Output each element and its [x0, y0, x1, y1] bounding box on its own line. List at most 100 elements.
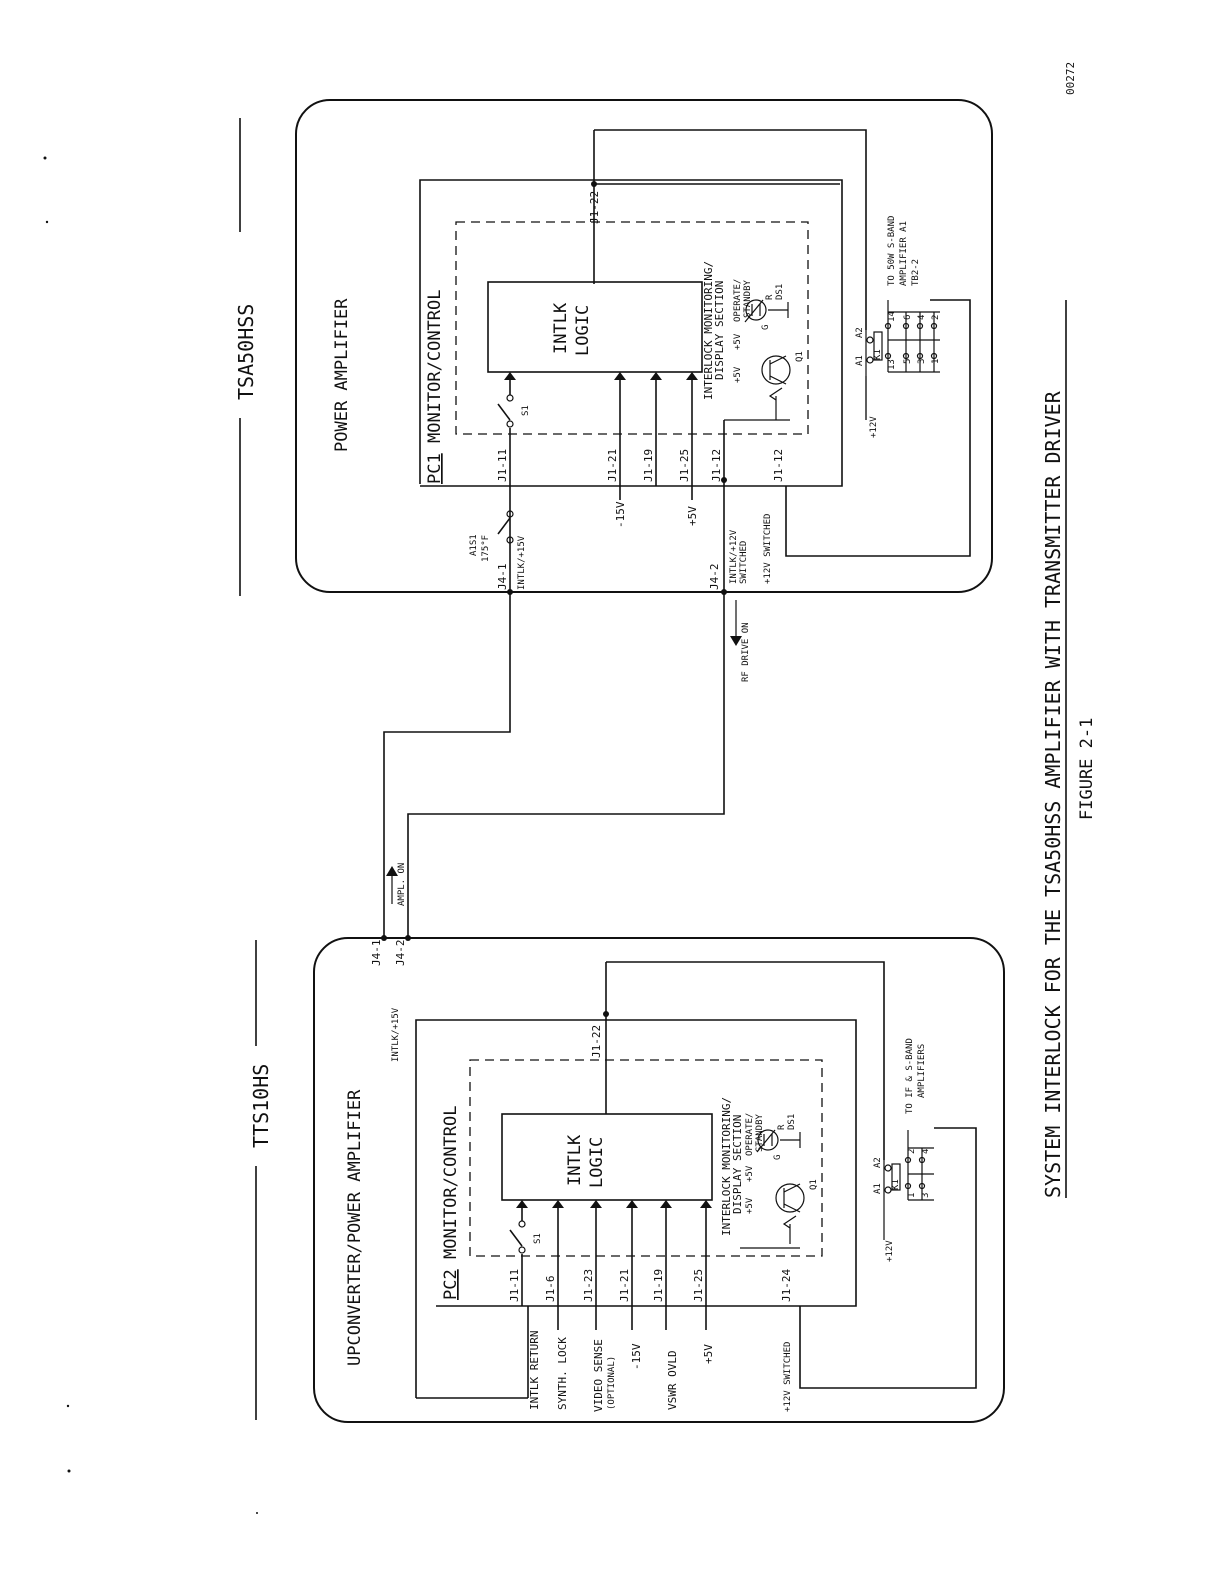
pc1-5v-label-2: +5V	[733, 366, 743, 383]
interconnect-wiring: RF DRIVE ON AMPL. ON	[383, 589, 751, 938]
upper-switched-wire	[785, 299, 971, 557]
pc2-pin-label: J1-19	[652, 1269, 665, 1302]
relay-terminal	[884, 352, 892, 360]
pc1-standby-label: STANDBY	[743, 279, 753, 318]
pc1-section-label-2: DISPLAY SECTION	[713, 281, 726, 380]
led-arrow	[756, 1129, 776, 1153]
pc1-pin-label: J1-12	[710, 449, 723, 482]
relay-terminal	[884, 322, 892, 330]
pc2-r-label: R	[777, 1124, 787, 1130]
upper-to-label-1: TO 50W S-BAND	[887, 216, 897, 286]
junction	[721, 477, 727, 483]
pc1-pin-label: J1-11	[496, 449, 509, 482]
upper-input-label: -15V	[614, 501, 627, 528]
lower-contact-label: 1	[907, 1193, 917, 1198]
pc1-g-label: G	[761, 325, 771, 330]
scan-speck	[43, 156, 47, 160]
lower-j4-2-label: J4-2	[394, 940, 407, 967]
scan-speck	[67, 1469, 71, 1473]
pc2-logic-label-1: INTLK	[565, 1134, 585, 1186]
junction	[405, 935, 411, 941]
relay-terminal	[904, 1182, 912, 1190]
relay-terminal	[930, 322, 938, 330]
lower-input-label: +5V	[702, 1344, 715, 1364]
pc2-section-label-1: INTERLOCK MONITORING/	[720, 1097, 733, 1236]
lower-contact-label: 3	[921, 1193, 931, 1198]
upper-input-label: +5V	[686, 506, 699, 526]
upper-to-label-2: AMPLIFIER A1	[899, 221, 909, 286]
upper-contact-label: 1	[931, 359, 941, 364]
pc1-pin-label: J1-25	[678, 449, 691, 482]
rf-drive-on-label: RF DRIVE ON	[741, 622, 751, 682]
arrow-head	[686, 372, 698, 380]
lower-switched-wire	[799, 1127, 977, 1389]
lower-contact-label: 2	[907, 1149, 917, 1154]
pc2-q1-label: Q1	[809, 1179, 819, 1190]
pc1-ds1-led	[744, 299, 789, 323]
upper-contact-label: 4	[917, 315, 927, 320]
scan-speck	[66, 1404, 70, 1408]
lower-unit-name: UPCONVERTER/POWER AMPLIFIER	[345, 1089, 365, 1366]
pc1-ds1-label: DS1	[775, 284, 785, 300]
pc2-board-outline	[415, 1019, 596, 1398]
lower-a2-label: A2	[873, 1157, 883, 1168]
pc2-pin-label: J1-6	[544, 1276, 557, 1303]
thermostat-blade	[497, 517, 511, 535]
relay-terminal	[916, 322, 924, 330]
pc1-board-outline	[419, 179, 594, 484]
scan-speck	[45, 220, 49, 224]
pc2-g-label: G	[773, 1155, 783, 1160]
lower-k1-label: K1	[891, 1179, 901, 1190]
arrow-head	[660, 1200, 672, 1208]
switch-contact	[506, 420, 514, 428]
switch-contact	[506, 394, 514, 402]
lower-j4-1-label: J4-1	[370, 940, 383, 967]
pc2-pin-label: J1-11	[508, 1269, 521, 1302]
pc1-pin-label: J1-19	[642, 449, 655, 482]
page-code: 00272	[1064, 62, 1077, 95]
pc2-pin-label: J1-23	[582, 1269, 595, 1302]
junction	[721, 589, 727, 595]
pc2-q1-transistor	[775, 1183, 805, 1244]
pc1-pin-label: J1-21	[606, 449, 619, 482]
pc2-s1-label: S1	[533, 1233, 543, 1244]
transistor-body	[775, 1183, 805, 1213]
pc1-5v-label: +5V	[733, 333, 743, 350]
lower-input-label: VSWR OVLD	[666, 1350, 679, 1410]
pc1-logic-label-2: LOGIC	[573, 305, 593, 356]
thermostat-label-1: A1S1	[469, 534, 479, 556]
pc1-logic-label-1: INTLK	[551, 302, 571, 354]
transistor-lead	[783, 1183, 801, 1193]
upper-contact-label: 14	[887, 311, 897, 322]
arrow-head	[730, 636, 742, 646]
arrow-head	[516, 1200, 528, 1208]
upper-intlk-15v-label: INTLK/+15V	[517, 535, 527, 590]
lower-input-label: -15V	[630, 1343, 643, 1370]
relay-terminal	[884, 1186, 892, 1194]
ampl-on-label: AMPL. ON	[397, 863, 407, 906]
upper-12v-label: +12V	[869, 416, 879, 438]
junction	[381, 935, 387, 941]
relay-terminal	[918, 1182, 926, 1190]
arrow-head	[614, 372, 626, 380]
transistor-lead	[783, 1203, 801, 1213]
pc1-section-label-1: INTERLOCK MONITORING/	[702, 261, 715, 400]
lower-contact-label: 4	[921, 1149, 931, 1154]
pc2-intlk-logic-block	[501, 1113, 713, 1201]
upper-unit-name: POWER AMPLIFIER	[332, 298, 352, 452]
pc2-ds1-label: DS1	[787, 1114, 797, 1130]
upper-contact-label: 3	[917, 359, 927, 364]
upper-contact-label: 5	[903, 359, 913, 364]
pc2-ds1-led	[756, 1129, 801, 1153]
transistor-lead	[769, 355, 787, 365]
pc2-pin-label: J1-22	[590, 1025, 603, 1058]
lower-k1-relay	[883, 1147, 934, 1240]
led-body	[757, 1129, 779, 1151]
pc2-display-section-outline	[469, 1059, 823, 1257]
arrow-head	[700, 1200, 712, 1208]
upper-intlk-12v-label-2: SWITCHED	[739, 541, 749, 584]
led-body	[745, 299, 767, 321]
switch-contact	[518, 1246, 526, 1254]
figure-number: FIGURE 2-1	[1077, 718, 1097, 820]
